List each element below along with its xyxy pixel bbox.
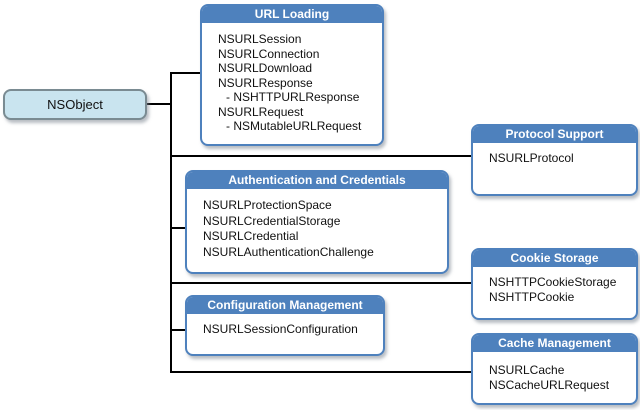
connector-to-cookie-storage [172,282,472,284]
class-item: NSURLAuthenticationChallenge [203,244,374,259]
class-item: NSURLSessionConfiguration [203,322,358,336]
class-item: NSURLRequest [218,104,304,119]
group-items-configuration-management: NSURLSessionConfiguration [187,314,383,337]
class-item: NSURLDownload [218,61,313,75]
group-box-authentication-and-credentials: Authentication and Credentials NSURLProt… [185,170,449,274]
group-title-authentication-and-credentials: Authentication and Credentials [187,172,447,189]
class-item: NSURLProtectionSpace [203,198,332,212]
class-item: NSHTTPCookie [489,290,575,304]
group-title-url-loading: URL Loading [202,6,382,23]
class-item: NSURLResponse [218,75,313,90]
nsobject-label: NSObject [47,97,103,112]
class-item: NSURLCredentialStorage [203,213,341,228]
connector-to-authentication [172,227,187,229]
group-title-cache-management: Cache Management [473,335,636,352]
group-items-protocol-support: NSURLProtocol [473,143,636,166]
group-box-configuration-management: Configuration Management NSURLSessionCon… [185,295,385,356]
group-title-configuration-management: Configuration Management [187,297,383,314]
connector-to-cache-management [170,371,472,373]
nsobject-box: NSObject [3,89,147,120]
class-item: NSURLSession [218,32,302,46]
class-item: - NSHTTPURLResponse [226,90,360,104]
class-item: NSURLCache [489,363,565,377]
class-item: - NSMutableURLRequest [226,119,362,133]
group-title-protocol-support: Protocol Support [473,126,636,143]
class-item: NSURLConnection [218,46,320,61]
connector-trunk-vertical [170,72,172,373]
connector-to-configuration [172,329,187,331]
class-item: NSHTTPCookieStorage [489,275,617,289]
group-title-cookie-storage: Cookie Storage [473,250,636,267]
class-item: NSURLCredential [203,229,299,243]
group-box-protocol-support: Protocol Support NSURLProtocol [471,124,638,196]
connector-to-protocol-support [172,155,472,157]
connector-nsobject-to-trunk [147,103,172,105]
connector-to-url-loading [170,72,202,74]
class-item: NSURLProtocol [489,151,574,165]
class-item: NSCacheURLRequest [489,378,610,392]
